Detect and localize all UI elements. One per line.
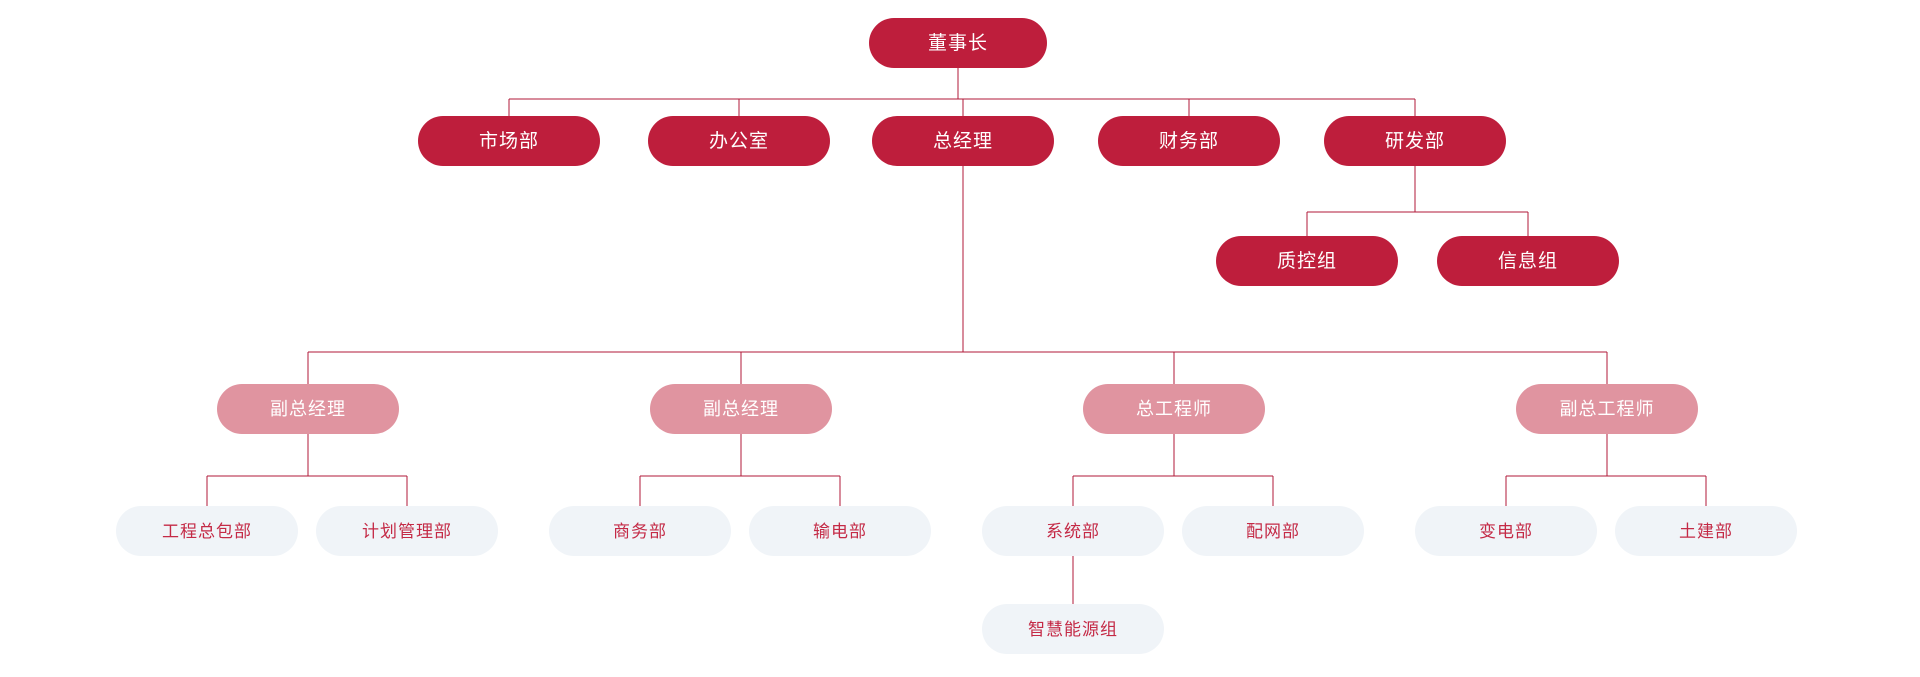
org-node-chief-engineer[interactable]: 总工程师 xyxy=(1083,384,1265,434)
org-node-finance[interactable]: 财务部 xyxy=(1098,116,1280,166)
org-node-epc[interactable]: 工程总包部 xyxy=(116,506,298,556)
org-node-transmission[interactable]: 输电部 xyxy=(749,506,931,556)
org-node-label: 总工程师 xyxy=(1136,399,1212,419)
org-node-planning[interactable]: 计划管理部 xyxy=(316,506,498,556)
org-node-label: 办公室 xyxy=(708,130,769,152)
org-node-label: 智慧能源组 xyxy=(1028,619,1118,639)
org-node-label: 总经理 xyxy=(932,130,993,152)
org-node-label: 副总经理 xyxy=(703,399,779,419)
org-node-label: 系统部 xyxy=(1046,521,1100,541)
org-node-dgm-1[interactable]: 副总经理 xyxy=(217,384,399,434)
org-node-civil[interactable]: 土建部 xyxy=(1615,506,1797,556)
org-node-distribution[interactable]: 配网部 xyxy=(1182,506,1364,556)
org-node-label: 输电部 xyxy=(813,521,867,541)
org-node-info-group[interactable]: 信息组 xyxy=(1437,236,1619,286)
org-node-label: 土建部 xyxy=(1679,521,1733,541)
org-node-office[interactable]: 办公室 xyxy=(648,116,830,166)
org-node-label: 研发部 xyxy=(1384,130,1445,152)
org-node-label: 计划管理部 xyxy=(362,521,452,541)
org-node-label: 副总工程师 xyxy=(1559,399,1655,419)
org-node-marketing[interactable]: 市场部 xyxy=(418,116,600,166)
org-node-label: 质控组 xyxy=(1276,250,1337,272)
org-node-label: 副总经理 xyxy=(270,399,346,419)
org-node-label: 配网部 xyxy=(1246,521,1300,541)
org-node-commerce[interactable]: 商务部 xyxy=(549,506,731,556)
org-node-qc-group[interactable]: 质控组 xyxy=(1216,236,1398,286)
org-node-systems[interactable]: 系统部 xyxy=(982,506,1164,556)
org-node-label: 市场部 xyxy=(478,130,539,152)
org-node-label: 财务部 xyxy=(1158,130,1219,152)
org-node-label: 董事长 xyxy=(927,32,988,54)
org-node-label: 信息组 xyxy=(1497,250,1558,272)
org-node-general-manager[interactable]: 总经理 xyxy=(872,116,1054,166)
org-node-smart-energy[interactable]: 智慧能源组 xyxy=(982,604,1164,654)
org-node-deputy-chief[interactable]: 副总工程师 xyxy=(1516,384,1698,434)
org-node-chairman[interactable]: 董事长 xyxy=(869,18,1047,68)
org-node-rd[interactable]: 研发部 xyxy=(1324,116,1506,166)
org-node-label: 商务部 xyxy=(613,521,667,541)
org-node-dgm-2[interactable]: 副总经理 xyxy=(650,384,832,434)
org-node-label: 变电部 xyxy=(1479,521,1533,541)
org-node-substation[interactable]: 变电部 xyxy=(1415,506,1597,556)
org-node-label: 工程总包部 xyxy=(162,521,252,541)
